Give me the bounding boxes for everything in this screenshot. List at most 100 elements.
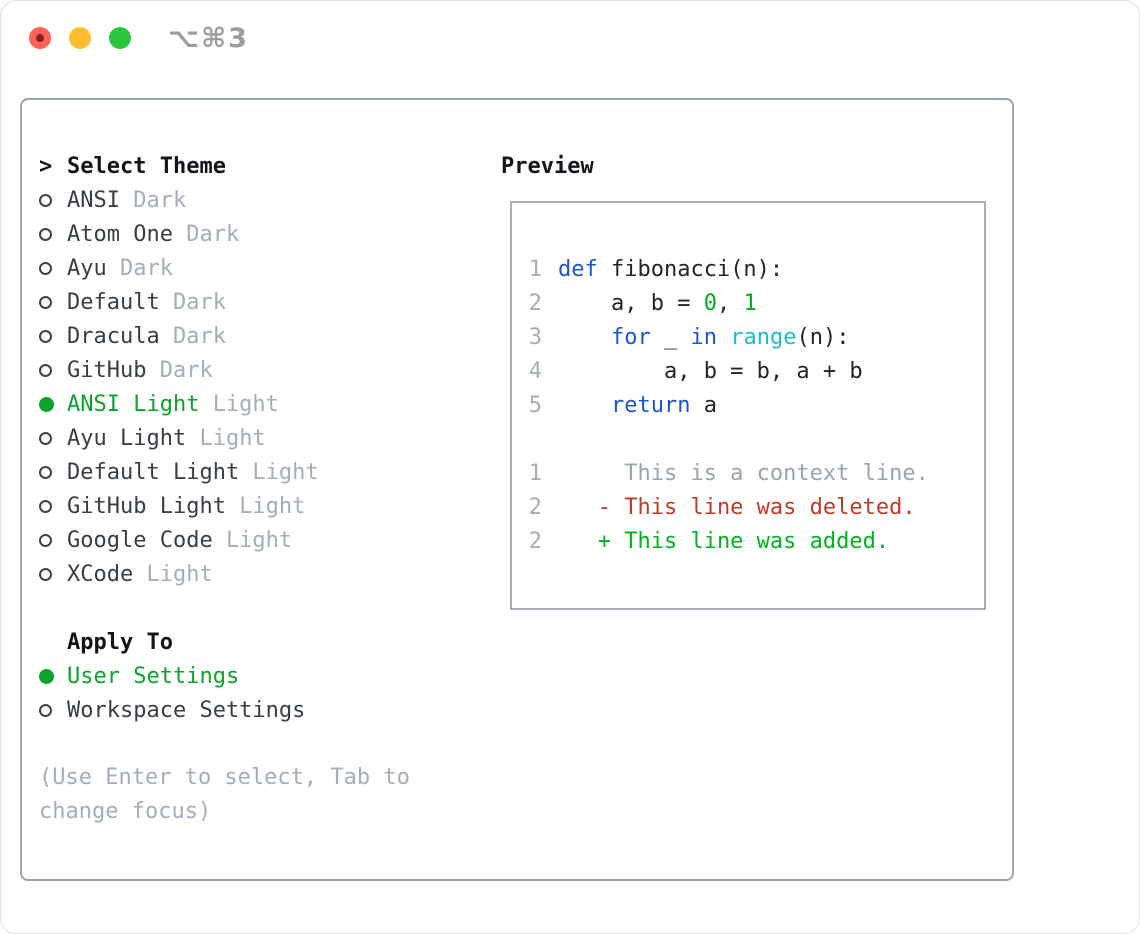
- line-number: 5: [528, 392, 542, 418]
- code-segment-keyword: in: [690, 324, 717, 350]
- code-line: 4 a, b = b, a + b: [526, 354, 984, 388]
- diff-line: 2 - This line was deleted.: [526, 490, 984, 524]
- option-label: ANSI: [67, 187, 120, 213]
- radio-icon: [39, 499, 52, 513]
- line-number: 4: [528, 358, 542, 384]
- option-label: GitHub: [67, 357, 147, 383]
- radio-icon: [39, 295, 52, 309]
- apply-to-header-row: Apply To: [39, 625, 479, 659]
- radio-icon: [39, 703, 52, 717]
- line-number: 1: [528, 460, 542, 486]
- code-segment-deleted: - This line was deleted.: [558, 494, 916, 520]
- theme-option-ansi-light[interactable]: ANSI Light Light: [39, 387, 479, 421]
- option-label: Dracula: [67, 323, 160, 349]
- code-segment-plain: (n):: [796, 324, 850, 350]
- select-theme-header: Select Theme: [67, 153, 226, 179]
- radio-selected-icon: [39, 396, 54, 412]
- code-segment-plain: ,: [716, 290, 744, 316]
- preview-box: 1 def fibonacci(n): 2 a, b = 0, 1 3 for _ i…: [510, 201, 986, 610]
- code-segment-keyword: return: [610, 392, 691, 418]
- theme-variant-tag: Dark: [172, 323, 226, 349]
- theme-variant-tag: Dark: [119, 255, 173, 281]
- code-segment-plain: [558, 393, 611, 418]
- option-label: Default Light: [67, 459, 240, 485]
- keyboard-hint: (Use Enter to select, Tab to change focu…: [39, 765, 410, 824]
- apply-to-header: Apply To: [67, 629, 173, 655]
- apply-option-workspace-settings[interactable]: Workspace Settings: [39, 693, 479, 727]
- preview-header: Preview: [501, 153, 594, 179]
- line-number: 2: [528, 528, 542, 554]
- theme-variant-tag: Light: [212, 391, 279, 417]
- option-label: XCode: [67, 561, 134, 587]
- code-segment-keyword: def: [558, 256, 611, 282]
- theme-option-github-light[interactable]: GitHub Light Light: [39, 489, 479, 523]
- theme-option-github[interactable]: GitHub Dark: [39, 353, 479, 387]
- close-button[interactable]: [29, 27, 51, 49]
- theme-variant-tag: Dark: [186, 221, 240, 247]
- line-number: 3: [528, 324, 542, 350]
- theme-option-ayu[interactable]: Ayu Dark: [39, 251, 479, 285]
- line-number: 2: [528, 290, 542, 316]
- line-number: 2: [528, 494, 542, 520]
- titlebar: ⌥⌘3: [1, 1, 1139, 71]
- code-segment-plain: fibonacci(n):: [610, 256, 784, 282]
- code-segment-added: + This line was added.: [558, 528, 890, 554]
- select-theme-header-row: > Select Theme: [39, 149, 479, 183]
- theme-variant-tag: Light: [225, 527, 293, 553]
- code-segment-keyword: for: [610, 324, 651, 350]
- theme-variant-tag: Dark: [159, 357, 213, 383]
- code-line: 2 a, b = 0, 1: [526, 286, 984, 320]
- diff-line: 2 + This line was added.: [526, 524, 984, 558]
- theme-option-xcode[interactable]: XCode Light: [39, 557, 479, 591]
- theme-variant-tag: Light: [239, 493, 306, 519]
- code-segment-plain: _: [650, 324, 691, 350]
- window-title: ⌥⌘3: [168, 23, 249, 54]
- code-segment-plain: [717, 325, 730, 350]
- code-segment-context: This is a context line.: [558, 460, 929, 486]
- option-label: Google Code: [67, 527, 213, 553]
- preview-header-row: Preview: [501, 149, 986, 183]
- code-line: 5 return a: [526, 388, 984, 422]
- theme-variant-tag: Dark: [133, 187, 187, 213]
- zoom-button[interactable]: [109, 27, 131, 49]
- option-label: Ayu Light: [67, 425, 187, 451]
- line-number: 1: [528, 256, 542, 282]
- radio-icon: [39, 193, 52, 207]
- option-label: Atom One: [67, 221, 173, 247]
- diff-line: 1 This is a context line.: [526, 456, 984, 490]
- apply-option-user-settings[interactable]: User Settings: [39, 659, 479, 693]
- radio-icon: [39, 363, 52, 377]
- theme-option-ansi[interactable]: ANSI Dark: [39, 183, 479, 217]
- prompt-caret: >: [39, 153, 53, 179]
- theme-option-google-code[interactable]: Google Code Light: [39, 523, 479, 557]
- theme-option-dracula[interactable]: Dracula Dark: [39, 319, 479, 353]
- option-label: Default: [67, 289, 160, 315]
- minimize-button[interactable]: [69, 27, 91, 49]
- preview-diff-block: 1 This is a context line.2 - This line w…: [526, 456, 984, 558]
- preview-code-block: 1 def fibonacci(n): 2 a, b = 0, 1 3 for _ i…: [526, 252, 984, 422]
- radio-icon: [39, 329, 52, 343]
- code-segment-plain: a, b =: [558, 290, 704, 316]
- code-line: 1 def fibonacci(n):: [526, 252, 984, 286]
- radio-icon: [39, 227, 52, 241]
- code-segment-plain: a: [690, 392, 717, 418]
- code-segment-plain: [558, 325, 611, 350]
- option-label: GitHub Light: [67, 493, 226, 519]
- theme-option-atom-one[interactable]: Atom One Dark: [39, 217, 479, 251]
- option-label: ANSI Light: [67, 391, 200, 417]
- radio-selected-icon: [39, 668, 54, 684]
- radio-icon: [39, 261, 52, 275]
- option-label: Workspace Settings: [67, 697, 306, 723]
- radio-icon: [39, 465, 52, 479]
- preview-column: Preview 1 def fibonacci(n): 2 a, b = 0, 1 3…: [501, 149, 986, 610]
- theme-variant-tag: Light: [146, 561, 213, 587]
- option-label: Ayu: [67, 255, 107, 281]
- code-segment-plain: a, b = b, a + b: [558, 358, 863, 384]
